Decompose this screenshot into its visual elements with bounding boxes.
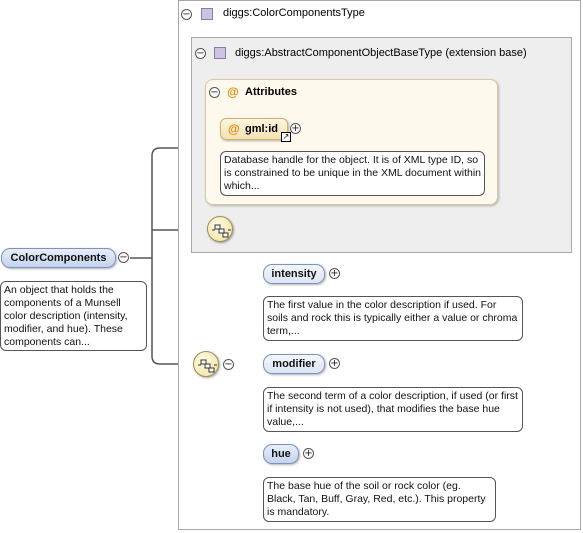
- collapse-toggle-root[interactable]: −: [118, 252, 129, 263]
- attribute-gml-id[interactable]: @ gml:id: [220, 118, 288, 140]
- intensity-description: The first value in the color description…: [263, 296, 523, 341]
- expand-toggle-intensity[interactable]: +: [329, 268, 340, 279]
- root-element-description: An object that holds the components of a…: [0, 281, 147, 351]
- expand-toggle-modifier[interactable]: +: [329, 358, 340, 369]
- complex-type-icon: [214, 47, 226, 59]
- sequence-compositor-icon[interactable]: [193, 351, 219, 377]
- base-type-title: diggs:AbstractComponentObjectBaseType (e…: [235, 47, 527, 59]
- expand-toggle-hue[interactable]: +: [303, 448, 314, 459]
- element-modifier[interactable]: modifier: [263, 354, 325, 374]
- element-intensity[interactable]: intensity: [263, 264, 325, 284]
- attribute-description: Database handle for the object. It is of…: [220, 151, 485, 196]
- outer-type-title: diggs:ColorComponentsType: [223, 7, 365, 19]
- hue-description: The base hue of the soil or rock color (…: [263, 477, 496, 522]
- collapse-toggle-outer-type[interactable]: −: [181, 9, 192, 20]
- collapse-toggle-attributes[interactable]: −: [209, 87, 220, 98]
- attributes-label: Attributes: [245, 86, 297, 98]
- element-hue[interactable]: hue: [263, 444, 299, 464]
- attribute-icon: @: [227, 85, 239, 99]
- collapse-toggle-sequence[interactable]: −: [223, 359, 234, 370]
- expand-toggle-gml-id[interactable]: +: [290, 123, 301, 134]
- attribute-icon: @: [228, 122, 240, 136]
- attribute-name: gml:id: [245, 123, 278, 135]
- complex-type-icon: [201, 8, 213, 20]
- collapse-toggle-base-type[interactable]: −: [195, 48, 206, 59]
- reference-arrow-icon: ↗: [281, 132, 291, 142]
- modifier-description: The second term of a color description, …: [263, 387, 523, 432]
- root-element-color-components[interactable]: ColorComponents: [1, 248, 116, 268]
- sequence-compositor-icon[interactable]: [207, 216, 233, 242]
